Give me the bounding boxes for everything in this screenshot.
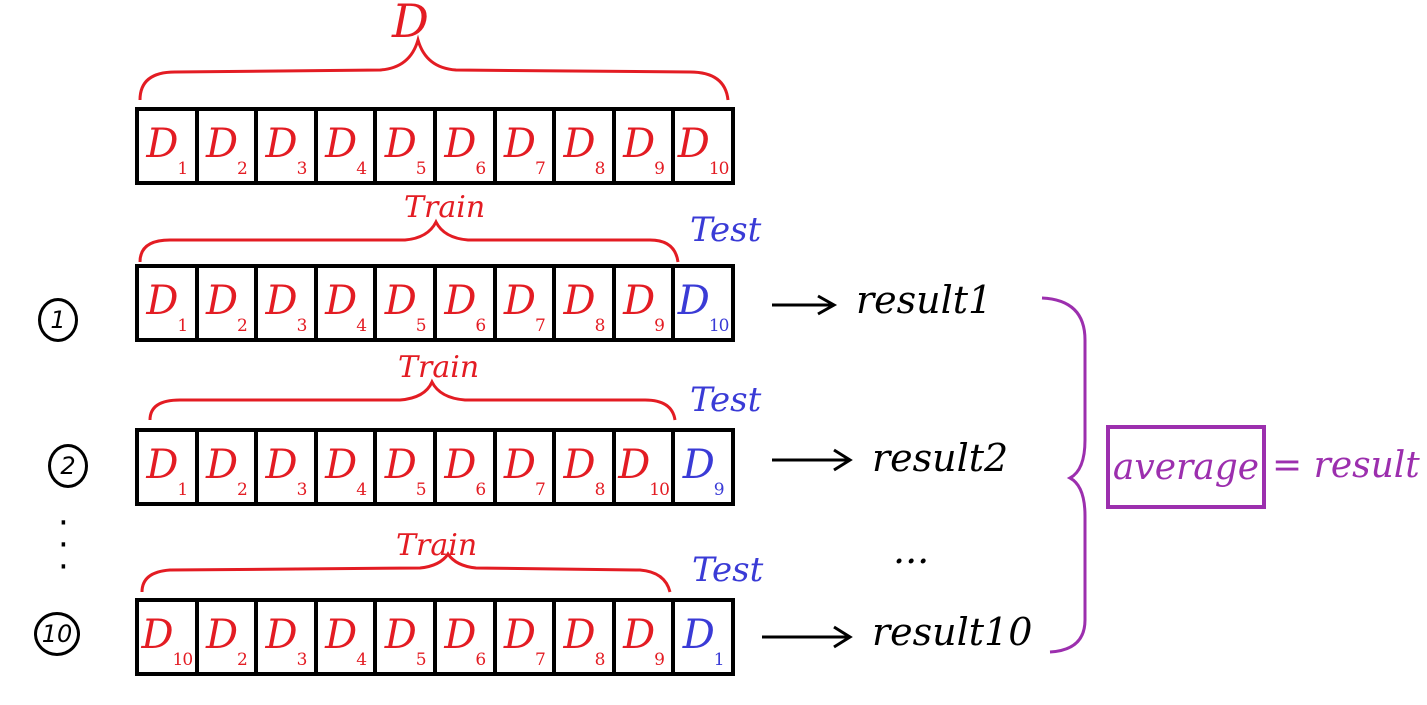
train-brace-1: [138, 218, 680, 263]
vertical-ellipsis: ···: [58, 503, 69, 587]
fold-cell: D9: [616, 111, 676, 181]
fold-cell: D7: [497, 268, 557, 338]
average-box: average: [1106, 425, 1266, 509]
test-label-1: Test: [690, 210, 762, 250]
fold-strip-1: D1 D2 D3 D4 D5 D6 D7 D8 D9 D10: [135, 264, 735, 342]
train-label-1: Train: [404, 190, 486, 225]
test-fold-cell: D9: [682, 442, 725, 500]
fold-cell: D7: [497, 111, 557, 181]
fold-cell: D8: [556, 432, 616, 502]
fold-cell: D7: [497, 432, 557, 502]
fold-cell: D6: [437, 111, 497, 181]
result-1: result1: [856, 278, 993, 322]
test-fold-cell: D1: [682, 612, 725, 670]
round-number-1: 1: [38, 298, 78, 342]
results-ellipsis: ...: [893, 528, 930, 572]
fold-cell: D4: [318, 111, 378, 181]
test-label-2: Test: [690, 380, 762, 420]
fold-cell: D8: [556, 602, 616, 672]
train-label-10: Train: [396, 528, 478, 563]
fold-cell: D1: [139, 268, 199, 338]
fold-cell: D9: [616, 268, 676, 338]
fold-cell: D10: [677, 121, 730, 179]
fold-cell: D6: [437, 268, 497, 338]
result-10: result10: [872, 610, 1033, 654]
fold-cell: D7: [497, 602, 557, 672]
arrow-1: [772, 294, 838, 316]
fold-cell: D5: [377, 111, 437, 181]
fold-cell: D2: [199, 268, 259, 338]
fold-strip-2: D1 D2 D3 D4 D5 D6 D7 D8 D10 D9: [135, 428, 735, 506]
fold-cell: D2: [199, 432, 259, 502]
fold-cell: D5: [377, 432, 437, 502]
fold-cell: D9: [616, 602, 676, 672]
fold-cell: D8: [556, 268, 616, 338]
fold-cell: D4: [318, 432, 378, 502]
fold-cell: D1: [139, 432, 199, 502]
fold-cell: D4: [318, 268, 378, 338]
fold-cell: D8: [556, 111, 616, 181]
fold-strip-10: D10 D2 D3 D4 D5 D6 D7 D8 D9 D1: [135, 598, 735, 676]
fold-cell: D6: [437, 432, 497, 502]
average-label: average: [1112, 446, 1260, 488]
test-label-10: Test: [692, 550, 764, 590]
test-fold-cell: D10: [677, 278, 730, 336]
fold-cell: D6: [437, 602, 497, 672]
train-brace-2: [148, 378, 677, 421]
round-number-10: 10: [34, 612, 80, 656]
arrow-2: [772, 448, 853, 472]
fold-cell: D5: [377, 268, 437, 338]
fold-cell: D10: [616, 432, 676, 502]
fold-cell: D4: [318, 602, 378, 672]
fold-cell: D3: [258, 602, 318, 672]
fold-cell: D3: [258, 432, 318, 502]
round-number-2: 2: [48, 444, 88, 488]
dataset-label: D: [392, 0, 429, 48]
aggregate-brace: [1041, 296, 1087, 654]
arrow-10: [762, 625, 853, 649]
fold-cell: D3: [258, 111, 318, 181]
train-label-2: Train: [398, 350, 480, 385]
fold-cell: D10: [139, 602, 199, 672]
full-dataset-strip: D1 D2 D3 D4 D5 D6 D7 D8 D9 D10: [135, 107, 735, 185]
fold-cell: D2: [199, 602, 259, 672]
result-2: result2: [872, 436, 1009, 480]
fold-cell: D3: [258, 268, 318, 338]
dataset-brace: [138, 34, 730, 101]
fold-cell: D1: [139, 111, 199, 181]
fold-cell: D2: [199, 111, 259, 181]
train-brace-10: [140, 551, 672, 593]
final-result: = result: [1272, 445, 1420, 486]
fold-cell: D5: [377, 602, 437, 672]
